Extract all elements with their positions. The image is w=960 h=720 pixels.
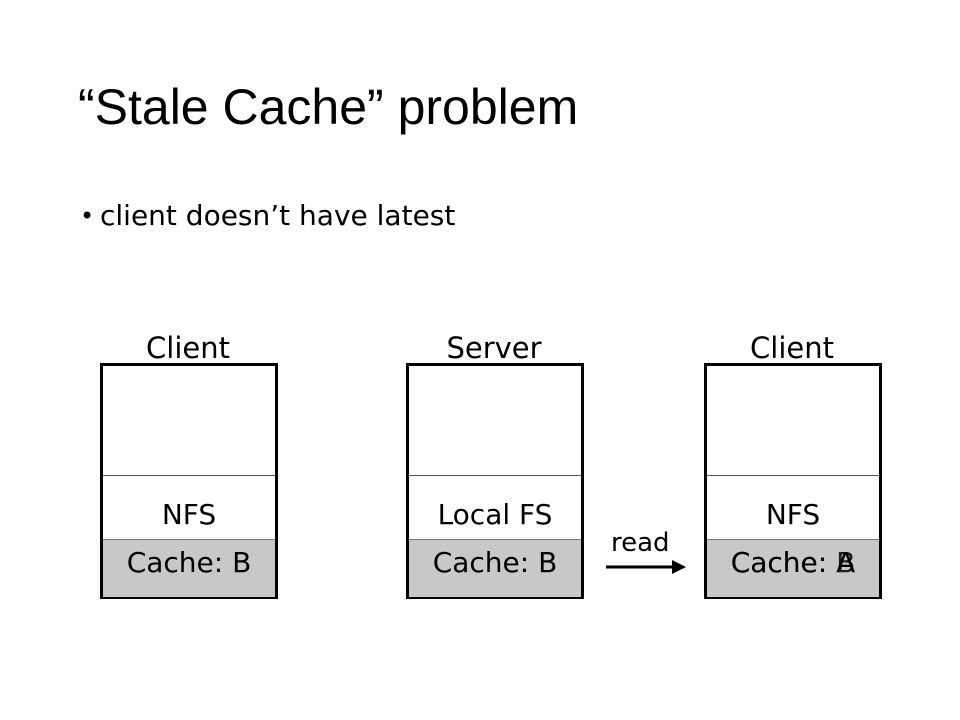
cache-label-overlay: Cache: B	[707, 546, 879, 580]
node-label-client-left: Client	[146, 331, 230, 365]
nfs-layer-label: NFS	[765, 498, 821, 531]
bullet-item: • client doesn’t have latest	[80, 196, 455, 236]
read-arrow-label: read	[611, 528, 670, 558]
layer-divider	[707, 475, 879, 476]
client-left-box: NFS Cache: B	[100, 363, 278, 599]
slide-title: “Stale Cache” problem	[78, 79, 579, 135]
cache-label: Cache: A	[730, 546, 856, 579]
node-label-client-right: Client	[750, 331, 834, 365]
bullet-dot-icon: •	[80, 202, 95, 230]
layer-divider	[103, 475, 275, 476]
server-box: Local FS Cache: B	[406, 363, 584, 599]
read-arrow-icon	[606, 560, 686, 574]
node-label-server: Server	[446, 331, 542, 365]
bullet-list: • client doesn’t have latest	[80, 196, 455, 236]
cache-region: Cache: A Cache: B	[707, 539, 879, 597]
cache-overlay-text: Cache: B	[730, 546, 856, 579]
bullet-text: client doesn’t have latest	[100, 199, 456, 232]
local-fs-layer-label: Local FS	[437, 498, 553, 531]
cache-label: Cache: B	[126, 546, 252, 579]
nfs-layer-label: NFS	[161, 498, 217, 531]
cache-label: Cache: B	[432, 546, 558, 579]
cache-region: Cache: B	[103, 539, 275, 597]
layer-divider	[409, 475, 581, 476]
client-right-box: NFS Cache: A Cache: B	[704, 363, 882, 599]
cache-region: Cache: B	[409, 539, 581, 597]
